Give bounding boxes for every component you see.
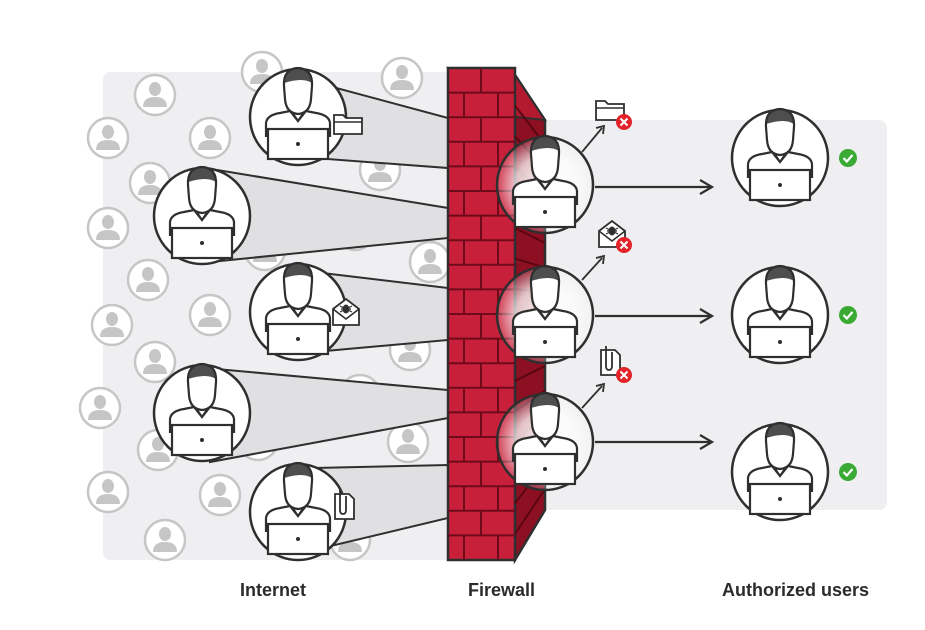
check-icon xyxy=(837,147,859,169)
authorized-user-2 xyxy=(730,263,859,365)
wall-user-3 xyxy=(495,390,595,492)
blocked-x-icon xyxy=(615,113,633,131)
firewall-label: Firewall xyxy=(468,580,536,600)
blocked-x-icon xyxy=(615,366,633,384)
trusted-zone xyxy=(540,120,887,510)
internet-label: Internet xyxy=(240,580,307,600)
authorized-user-3 xyxy=(730,420,859,522)
folder-icon xyxy=(333,114,363,135)
check-icon xyxy=(837,461,859,483)
internet-user-1 xyxy=(248,65,363,167)
blocked-attachment xyxy=(581,345,633,409)
blocked-folder xyxy=(581,100,633,153)
allowed-arrows xyxy=(595,179,715,450)
check-icon xyxy=(837,304,859,326)
internet-user-5 xyxy=(248,460,355,562)
authorized-user-1 xyxy=(730,106,859,208)
wall-user-1 xyxy=(495,133,595,235)
internet-user-3 xyxy=(248,260,360,362)
authorized-users-label: Authorized users xyxy=(722,580,870,600)
wall-user-2 xyxy=(495,263,595,365)
internet-user-4 xyxy=(152,361,252,463)
internet-user-2 xyxy=(152,164,252,266)
blocked-bug-mail xyxy=(581,220,633,281)
blocked-x-icon xyxy=(615,236,633,254)
